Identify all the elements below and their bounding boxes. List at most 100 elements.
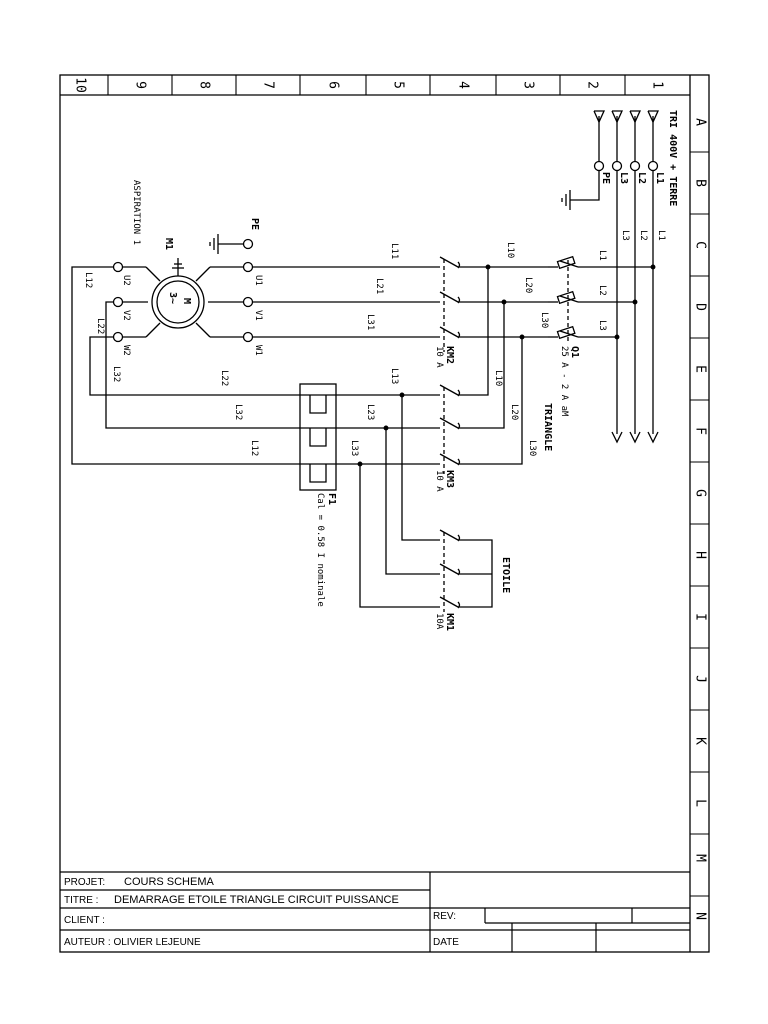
km3-contactor bbox=[439, 384, 461, 474]
wire-label-l11: L11 bbox=[389, 243, 399, 259]
motor-m1 bbox=[112, 234, 254, 343]
wire-label-l10: L10 bbox=[505, 242, 515, 258]
f1-setting: Cal = 0.58 I nominale bbox=[315, 493, 325, 607]
q1-line-label-l1: L1 bbox=[597, 250, 607, 261]
motor-pe-label: PE bbox=[249, 218, 260, 230]
km2-reference: KM2 bbox=[444, 346, 455, 364]
column-labels: 10 9 8 7 6 5 4 3 2 1 bbox=[73, 77, 665, 93]
km2-contactor bbox=[439, 256, 461, 352]
row-label-h: H bbox=[693, 551, 708, 559]
q1-feeds bbox=[578, 264, 656, 340]
wire-label-l10-branch: L10 bbox=[493, 370, 503, 386]
supply-busbars bbox=[561, 110, 660, 444]
column-label-10: 10 bbox=[73, 77, 88, 93]
row-label-d: D bbox=[693, 303, 708, 311]
supply-terminal-l2: L2 bbox=[636, 172, 647, 184]
supply-description: TRI 400V + TERRE bbox=[667, 110, 678, 206]
triangle-label: TRIANGLE bbox=[542, 403, 553, 451]
wire-label-l12-return: L12 bbox=[83, 272, 93, 288]
motor-terminal-v1: V1 bbox=[253, 310, 263, 321]
motor-symbol-3phase: 3~ bbox=[167, 292, 178, 304]
rev-label: REV: bbox=[433, 911, 456, 922]
f1-overload-relay bbox=[299, 383, 337, 491]
titre-label: TITRE : bbox=[64, 895, 98, 906]
wire-label-l21: L21 bbox=[374, 278, 384, 294]
row-labels: A B C D E F G H I J K L M N bbox=[693, 118, 708, 920]
titre-value: DEMARRAGE ETOILE TRIANGLE CIRCUIT PUISSA… bbox=[114, 894, 399, 906]
km3-rating: 10 A bbox=[434, 470, 444, 492]
column-label-7: 7 bbox=[261, 81, 276, 89]
column-label-1: 1 bbox=[650, 81, 665, 89]
wire-label-l30-branch: L30 bbox=[527, 440, 537, 456]
wire-label-l33: L33 bbox=[349, 440, 359, 456]
projet-label: PROJET: bbox=[64, 877, 105, 888]
column-label-4: 4 bbox=[456, 81, 471, 89]
motor-reference: M1 bbox=[163, 238, 174, 250]
wire-label-l32-return: L32 bbox=[111, 366, 121, 382]
f1-reference: F1 bbox=[326, 493, 337, 505]
column-label-2: 2 bbox=[585, 81, 600, 89]
motor-symbol-m: M bbox=[181, 298, 192, 304]
column-label-6: 6 bbox=[326, 81, 341, 89]
supply-line-label-l1: L1 bbox=[656, 230, 666, 241]
motor-terminal-w2: W2 bbox=[121, 345, 131, 356]
column-label-5: 5 bbox=[391, 81, 406, 89]
row-label-e: E bbox=[693, 365, 708, 373]
row-label-c: C bbox=[693, 241, 708, 249]
main-lines bbox=[458, 264, 548, 465]
row-label-j: J bbox=[693, 675, 708, 683]
column-label-3: 3 bbox=[521, 81, 536, 89]
motor-name: ASPIRATION 1 bbox=[131, 180, 141, 245]
column-label-8: 8 bbox=[197, 81, 212, 89]
q1-line-label-l2: L2 bbox=[597, 285, 607, 296]
client-label: CLIENT : bbox=[64, 915, 105, 926]
q1-rating: 25 A - 2 A aM bbox=[559, 346, 569, 417]
wire-label-l20-branch: L20 bbox=[509, 404, 519, 420]
row-label-n: N bbox=[693, 912, 708, 920]
projet-value: COURS SCHEMA bbox=[124, 876, 215, 888]
date-label: DATE bbox=[433, 937, 459, 948]
row-label-b: B bbox=[693, 179, 708, 187]
km1-contactor bbox=[439, 529, 493, 612]
row-label-k: K bbox=[693, 737, 708, 745]
auteur-label: AUTEUR : OLIVIER LEJEUNE bbox=[64, 937, 201, 948]
km1-rating: 10A bbox=[434, 613, 444, 630]
row-label-l: L bbox=[693, 799, 708, 807]
motor-terminal-w1: W1 bbox=[253, 345, 263, 356]
row-strip bbox=[690, 151, 709, 897]
row-label-f: F bbox=[693, 427, 708, 435]
etoile-label: ETOILE bbox=[500, 557, 511, 593]
q1-fuse-disconnector bbox=[548, 255, 579, 344]
wire-label-l22-return: L22 bbox=[95, 318, 105, 334]
km1-reference: KM1 bbox=[444, 613, 455, 631]
wire-label-l31: L31 bbox=[365, 314, 375, 330]
km2-rating: 10 A bbox=[434, 346, 444, 368]
wire-label-l20: L20 bbox=[523, 277, 533, 293]
column-strip bbox=[107, 75, 626, 95]
column-label-9: 9 bbox=[133, 81, 148, 89]
row-label-i: I bbox=[693, 613, 708, 621]
wire-label-l32-lower: L32 bbox=[233, 404, 243, 420]
row-label-g: G bbox=[693, 489, 708, 497]
wire-label-l23: L23 bbox=[365, 404, 375, 420]
supply-line-label-l2: L2 bbox=[638, 230, 648, 241]
row-label-a: A bbox=[693, 118, 708, 126]
motor-return-lines bbox=[71, 266, 300, 465]
title-block: PROJET: COURS SCHEMA TITRE : DEMARRAGE E… bbox=[64, 876, 459, 948]
supply-terminal-l3: L3 bbox=[618, 172, 629, 184]
motor-feed-lines bbox=[252, 266, 440, 338]
star-lines bbox=[357, 392, 440, 608]
supply-terminal-pe: PE bbox=[600, 172, 611, 184]
wire-label-l22-lower: L22 bbox=[219, 370, 229, 386]
supply-line-label-l3: L3 bbox=[620, 230, 630, 241]
wire-label-l13: L13 bbox=[389, 368, 399, 384]
row-label-m: M bbox=[693, 854, 708, 862]
motor-terminal-u1: U1 bbox=[253, 275, 263, 286]
wire-label-l12-lower: L12 bbox=[249, 440, 259, 456]
drawing-frame bbox=[59, 74, 710, 953]
title-block-grid bbox=[60, 871, 690, 952]
motor-terminal-u2: U2 bbox=[121, 275, 131, 286]
motor-terminal-v2: V2 bbox=[121, 310, 131, 321]
q1-reference: Q1 bbox=[569, 346, 580, 358]
